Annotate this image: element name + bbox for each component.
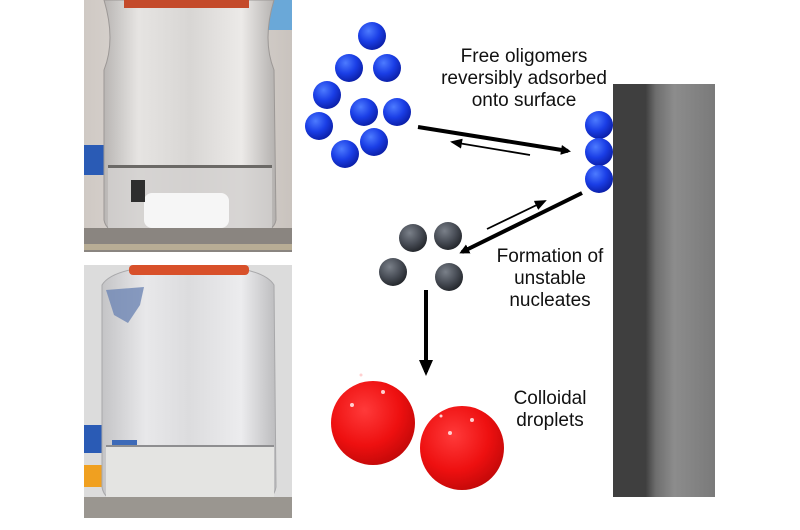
free-oligomers-cluster bbox=[305, 22, 411, 168]
photo-clear-jar bbox=[84, 0, 292, 252]
oligomer-sphere bbox=[383, 98, 411, 126]
droplet-sphere bbox=[420, 406, 504, 490]
desorption-arrow bbox=[450, 138, 531, 156]
oligomer-sphere bbox=[360, 128, 388, 156]
oligomer-sphere bbox=[358, 22, 386, 50]
reverse-nucleation-arrow bbox=[486, 200, 547, 230]
oligomer-sphere bbox=[331, 140, 359, 168]
nucleate-sphere bbox=[434, 222, 462, 250]
nucleation-arrow bbox=[459, 191, 583, 254]
label-free-oligomers: Free oligomers reversibly adsorbed onto … bbox=[441, 46, 607, 111]
colloidal-droplets bbox=[331, 373, 504, 490]
surface-panel bbox=[613, 84, 715, 497]
nucleates-cluster bbox=[379, 222, 463, 291]
nucleate-sphere bbox=[435, 263, 463, 291]
oligomer-sphere bbox=[335, 54, 363, 82]
adsorption-arrow bbox=[417, 125, 571, 155]
adsorbed-oligomers bbox=[585, 111, 613, 193]
photo-cloudy-jar bbox=[84, 265, 292, 518]
label-droplets: Colloidal droplets bbox=[513, 388, 587, 431]
nucleate-sphere bbox=[379, 258, 407, 286]
adsorbed-sphere bbox=[585, 165, 613, 193]
adsorbed-sphere bbox=[585, 138, 613, 166]
label-nucleates: Formation of unstable nucleates bbox=[496, 246, 604, 311]
oligomer-sphere bbox=[305, 112, 333, 140]
oligomer-sphere bbox=[350, 98, 378, 126]
nucleate-sphere bbox=[399, 224, 427, 252]
droplet-sphere bbox=[331, 381, 415, 465]
oligomer-sphere bbox=[313, 81, 341, 109]
adsorbed-sphere bbox=[585, 111, 613, 139]
oligomer-sphere bbox=[373, 54, 401, 82]
